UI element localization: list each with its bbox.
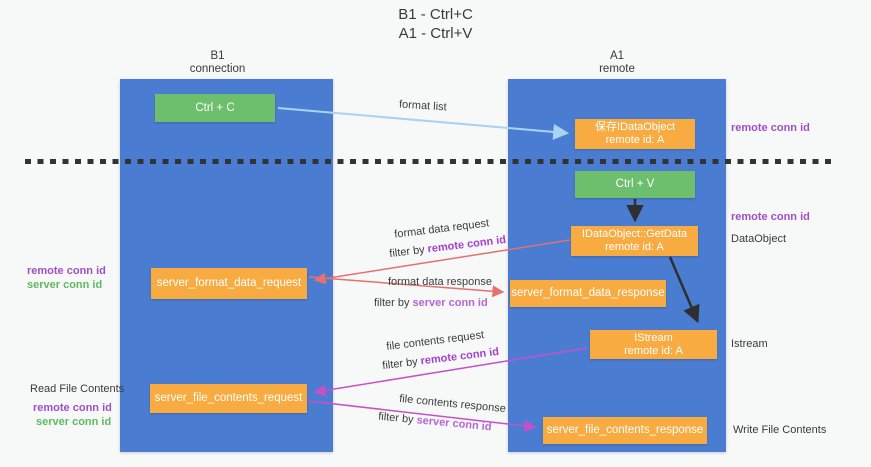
edge-label-format-list: format list [398, 98, 448, 114]
left-label-server-conn-id-file: server conn id [36, 416, 112, 428]
filter-key-remote-conn-id: remote conn id [419, 345, 500, 368]
edge-label-format-data-response-filter: filter by server conn id [374, 297, 488, 309]
diagram-title-line2: A1 - Ctrl+V [398, 25, 473, 42]
node-file-response-label: server_file_contents_response [546, 424, 704, 436]
filter-key-remote-conn-id: remote conn id [426, 233, 507, 256]
node-save-idataobject: 保存IDataObject remote id: A [575, 119, 695, 149]
edge-label-file-contents-response: file contents response [398, 392, 507, 416]
node-ctrl-v-label: Ctrl + V [615, 178, 655, 190]
filter-prefix: filter by [374, 297, 413, 309]
node-format-request-label: server_format_data_request [156, 277, 302, 289]
node-save-idataobject-line1: 保存IDataObject [594, 121, 676, 133]
node-server-format-data-request: server_format_data_request [151, 268, 307, 299]
right-label-istream: Istream [731, 338, 768, 350]
node-format-response-label: server_format_data_response [511, 287, 665, 299]
section-divider [25, 159, 831, 164]
filter-prefix: filter by [381, 355, 422, 373]
node-ctrl-c-label: Ctrl + C [195, 101, 235, 114]
lane-header-b1: B1 connection [110, 50, 325, 76]
right-label-write-file-contents: Write File Contents [733, 424, 827, 436]
node-istream-line2: remote id: A [624, 344, 683, 357]
edge-label-format-data-response: format data response [388, 276, 492, 288]
node-getdata-line2: remote id: A [605, 241, 664, 253]
node-server-file-contents-response: server_file_contents_response [543, 417, 707, 444]
lane-b1-name: B1 [210, 50, 225, 62]
node-idataobject-getdata: IDataObject::GetData remote id: A [571, 226, 698, 256]
lane-a1-name: A1 [609, 50, 625, 62]
node-ctrl-c: Ctrl + C [155, 94, 275, 122]
diagram-title-line1: B1 - Ctrl+C [398, 6, 473, 23]
node-server-file-contents-request: server_file_contents_request [150, 384, 307, 413]
filter-key-server-conn-id: server conn id [412, 297, 488, 309]
right-label-remote-conn-id-top: remote conn id [731, 122, 810, 134]
node-getdata-line1: IDataObject::GetData [581, 228, 688, 240]
node-istream-line1: IStream [634, 331, 673, 344]
filter-prefix: filter by [388, 243, 429, 261]
node-save-idataobject-line2: remote id: A [605, 134, 665, 146]
left-label-read-file-contents: Read File Contents [30, 383, 125, 395]
left-label-remote-conn-id-format: remote conn id [27, 265, 106, 277]
left-label-server-conn-id-format: server conn id [27, 279, 103, 291]
node-file-request-label: server_file_contents_request [154, 392, 303, 404]
node-ctrl-v: Ctrl + V [575, 171, 695, 198]
right-label-remote-conn-id-mid: remote conn id [731, 211, 810, 223]
filter-prefix: filter by [377, 410, 418, 427]
node-istream: IStream remote id: A [590, 330, 717, 359]
lane-header-a1: A1 remote [508, 50, 726, 76]
lane-a1-role: remote [599, 63, 635, 75]
filter-key-server-conn-id: server conn id [416, 414, 493, 434]
node-server-format-data-response: server_format_data_response [510, 280, 666, 307]
left-label-remote-conn-id-file: remote conn id [33, 402, 112, 414]
lane-b1-role: connection [189, 63, 246, 75]
right-label-dataobject: DataObject [731, 233, 787, 245]
edge-label-file-contents-response-filter: filter by server conn id [378, 411, 492, 434]
